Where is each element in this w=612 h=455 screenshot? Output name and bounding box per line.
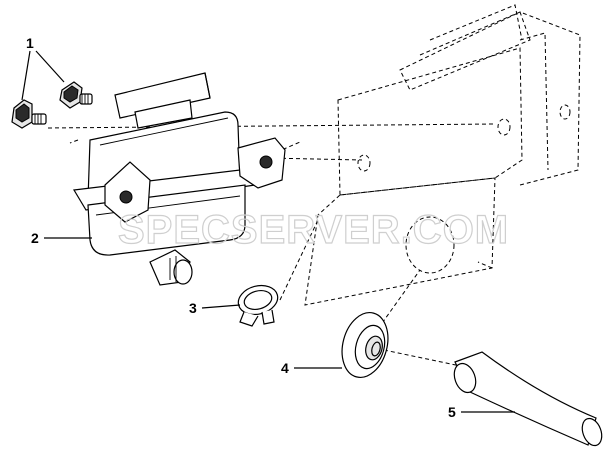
bolt-lower <box>11 99 47 129</box>
callout-2: 2 <box>31 230 39 246</box>
bolt-upper <box>59 81 93 109</box>
callout-1: 1 <box>26 35 34 51</box>
hose <box>453 351 603 447</box>
callout-4: 4 <box>281 360 289 376</box>
hose-clamp <box>237 284 279 327</box>
watermark-text: SPECSERVER.COM <box>118 208 509 252</box>
callout-5: 5 <box>448 404 456 420</box>
grommet <box>341 312 389 378</box>
reservoir-tank <box>73 72 286 286</box>
callout-3: 3 <box>189 300 197 316</box>
leader-lines <box>21 50 515 413</box>
body-panel <box>304 4 581 306</box>
